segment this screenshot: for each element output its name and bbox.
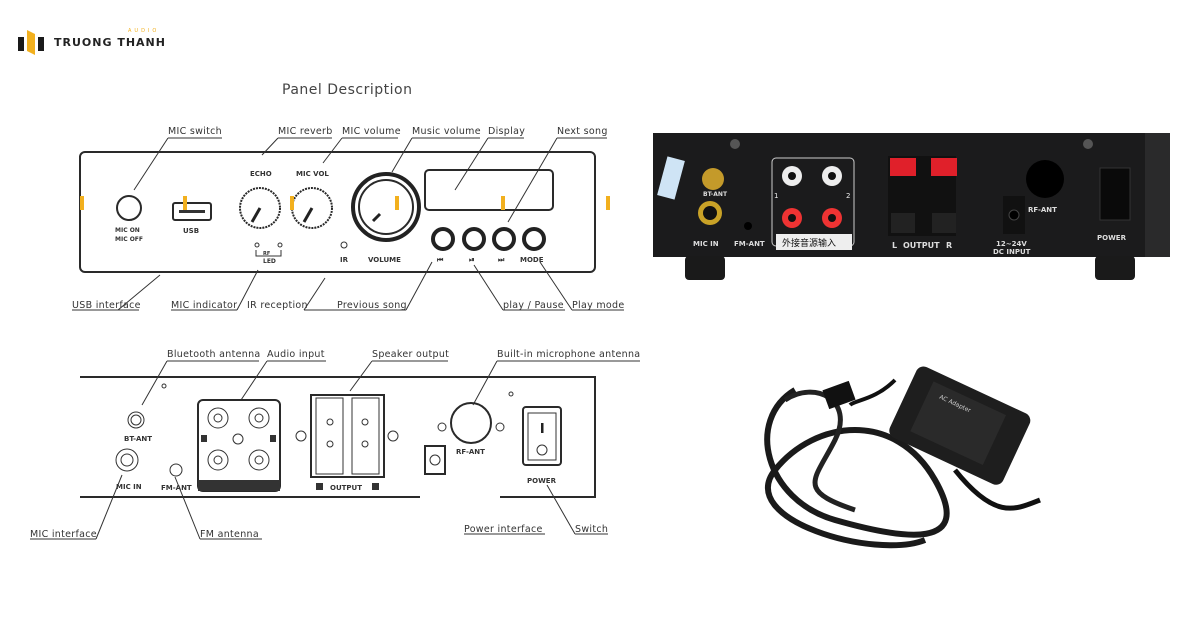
- label-builtin-mic-antenna: Built-in microphone antenna: [497, 349, 640, 360]
- printed-rf-ant: RF-ANT: [456, 448, 485, 456]
- printed-echo: ECHO: [250, 170, 272, 178]
- printed-ir: IR: [340, 256, 349, 264]
- label-previous-song: Previous song: [337, 300, 407, 311]
- printed-mic-vol: MIC VOL: [296, 170, 329, 178]
- back-panel: [80, 376, 596, 498]
- photo-mic-in: MIC IN: [693, 240, 719, 248]
- label-speaker-output: Speaker output: [372, 349, 449, 360]
- photo-l: L: [892, 241, 897, 250]
- photo-aux-input: 外接音源输入: [782, 237, 836, 249]
- label-play-mode: Play mode: [572, 300, 624, 311]
- photo-dc2: DC INPUT: [993, 248, 1031, 256]
- printed-led: LED: [263, 258, 276, 265]
- label-mic-indicator: MIC indicator: [171, 300, 237, 311]
- play-pause-button: [462, 227, 486, 251]
- diagram-title: Panel Description: [282, 82, 412, 98]
- back-bottom-labels: MIC interface FM antenna Power interface…: [30, 524, 608, 540]
- panel-diagram: Panel Description MIC switch MIC reverb …: [30, 82, 640, 540]
- brand-logo: TRUONG THANH AUDIO: [16, 28, 176, 56]
- printed-rf: RF: [263, 251, 270, 257]
- back-top-labels: Bluetooth antenna Audio input Speaker ou…: [167, 349, 640, 360]
- printed-bt-ant: BT-ANT: [124, 435, 152, 443]
- bt-ant-connector: [127, 411, 145, 429]
- front-panel: [79, 151, 596, 273]
- dc-jack: [424, 445, 446, 475]
- label-music-volume: Music volume: [412, 126, 481, 137]
- mic-switch-button: [116, 195, 142, 221]
- label-play-pause: play / Pause: [503, 300, 564, 311]
- display-window: [424, 169, 554, 211]
- photo-output: OUTPUT: [903, 241, 940, 250]
- speaker-output-terminal: [310, 394, 385, 478]
- label-bluetooth-antenna: Bluetooth antenna: [167, 349, 261, 360]
- usb-port: [172, 202, 212, 221]
- photo-r: R: [946, 241, 952, 250]
- printed-mode: MODE: [520, 256, 544, 264]
- audio-input-block: [197, 399, 281, 492]
- rf-ant-connector: [450, 402, 492, 444]
- label-mic-volume: MIC volume: [342, 126, 401, 137]
- label-next-song: Next song: [557, 126, 608, 137]
- label-ir-reception: IR reception: [247, 300, 308, 311]
- label-display: Display: [488, 126, 525, 137]
- printed-power: POWER: [527, 477, 557, 485]
- power-switch: [522, 406, 562, 466]
- label-power-interface: Power interface: [464, 524, 543, 535]
- printed-volume: VOLUME: [368, 256, 401, 264]
- label-mic-interface: MIC interface: [30, 529, 97, 540]
- label-mic-reverb: MIC reverb: [278, 126, 333, 137]
- watermark-marks: [80, 196, 610, 210]
- photo-power: POWER: [1097, 234, 1127, 242]
- label-audio-input: Audio input: [267, 349, 325, 360]
- svg-text:⏮: ⏮: [437, 256, 444, 264]
- fm-ant-jack: [169, 463, 183, 477]
- mic-in-jack: [115, 448, 139, 472]
- printed-output: OUTPUT: [330, 484, 362, 492]
- mic-vol-knob: [291, 187, 333, 229]
- label-fm-antenna: FM antenna: [200, 529, 259, 540]
- photo-rf-ant: RF-ANT: [1028, 206, 1057, 214]
- printed-mic-on: MIC ON: [115, 227, 140, 234]
- photo-bt-ant: BT-ANT: [703, 191, 728, 198]
- front-top-labels: MIC switch MIC reverb MIC volume Music v…: [168, 126, 608, 137]
- label-mic-switch: MIC switch: [168, 126, 222, 137]
- brand-name: TRUONG THANH: [54, 36, 166, 49]
- mode-button: [522, 227, 546, 251]
- previous-button: [431, 227, 455, 251]
- printed-mic-in: MIC IN: [116, 483, 142, 491]
- svg-text:⏭: ⏭: [498, 256, 505, 264]
- ir-sensor: [340, 241, 348, 249]
- brand-sub: AUDIO: [128, 28, 160, 34]
- volume-knob: [351, 172, 421, 242]
- echo-knob: [239, 187, 281, 229]
- photo-ch1: 1: [774, 192, 778, 200]
- label-usb-interface: USB interface: [72, 300, 141, 311]
- next-button: [492, 227, 516, 251]
- photo-fm-ant: FM-ANT: [734, 240, 765, 248]
- logo-mark-icon: [18, 30, 44, 55]
- svg-text:⏯: ⏯: [469, 256, 475, 264]
- printed-fm-ant: FM-ANT: [161, 484, 192, 492]
- amplifier-rear-photo: BT-ANT MIC IN FM-ANT 1 2 外接音源输入 L OUTPUT…: [653, 133, 1170, 280]
- photo-ch2: 2: [846, 192, 850, 200]
- ac-adapter-photo: AC Adapter: [764, 366, 1041, 549]
- printed-usb: USB: [183, 227, 199, 235]
- photo-dc1: 12~24V: [996, 240, 1027, 248]
- front-bottom-labels: USB interface MIC indicator IR reception…: [72, 300, 624, 311]
- printed-mic-off: MIC OFF: [115, 236, 143, 243]
- label-switch: Switch: [575, 524, 608, 535]
